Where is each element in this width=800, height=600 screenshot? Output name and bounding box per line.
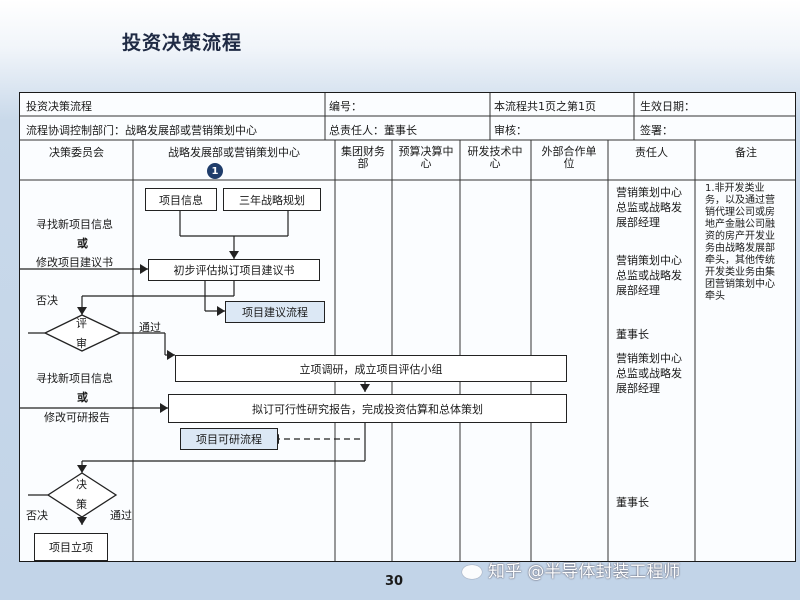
box-approve-project: 项目立项 <box>34 533 108 561</box>
col-committee: 决策委员会 <box>49 146 104 159</box>
col-responsible: 责任人 <box>635 146 668 159</box>
step-badge: 1 <box>207 163 223 179</box>
responsible-2: 营销策划中心总监或战略发展部经理 <box>616 254 682 297</box>
box-feasibility: 拟订可行性研究报告，完成投资估算和总体策划 <box>168 394 567 423</box>
header-pages: 本流程共1页之第1页 <box>494 100 596 113</box>
col-remark: 备注 <box>735 146 757 159</box>
label-pass-2: 通过 <box>110 509 132 522</box>
header-number: 编号： <box>329 100 362 113</box>
box-proposal-process: 项目建议流程 <box>225 301 325 323</box>
watermark-text: 知乎 @半导体封装工程师 <box>488 562 681 582</box>
label-reject-2: 否决 <box>26 509 48 522</box>
label-find-new-1: 寻找新项目信息 <box>36 218 113 231</box>
responsible-5: 董事长 <box>616 496 649 509</box>
label-or-1: 或 <box>77 237 88 250</box>
box-project-info: 项目信息 <box>145 188 217 211</box>
slide-title: 投资决策流程 <box>122 32 243 54</box>
label-review-1: 评 <box>76 317 87 330</box>
col-budget: 预算决算中心 <box>398 145 454 170</box>
col-finance: 集团财务部 <box>341 145 385 170</box>
watermark: 知乎 @半导体封装工程师 <box>462 557 680 582</box>
remark-text: 1.非开发类业务，以及通过营销代理公司或房地产金融公司融资的房产开发业务由战略发… <box>705 183 775 302</box>
box-setup-team: 立项调研，成立项目评估小组 <box>175 355 567 382</box>
grid-lines <box>20 93 795 561</box>
label-modify-report: 修改可研报告 <box>44 411 110 424</box>
page-number: 30 <box>385 574 404 589</box>
responsible-1: 营销策划中心总监或战略发展部经理 <box>616 186 682 229</box>
header-review: 审核： <box>494 124 527 137</box>
label-find-new-2: 寻找新项目信息 <box>36 372 113 385</box>
responsible-3: 董事长 <box>616 328 649 341</box>
label-or-2: 或 <box>77 391 88 404</box>
box-preliminary: 初步评估拟订项目建议书 <box>148 259 320 281</box>
label-decide-1: 决 <box>76 478 87 491</box>
zhihu-logo-icon <box>462 565 482 579</box>
flowchart-sheet: 投资决策流程 编号： 本流程共1页之第1页 生效日期： 流程协调控制部门：战略发… <box>19 92 796 562</box>
header-effective-date: 生效日期： <box>640 100 695 113</box>
box-three-year-plan: 三年战略规划 <box>223 188 321 211</box>
label-modify-proposal: 修改项目建议书 <box>36 256 113 269</box>
header-control-dept: 流程协调控制部门：战略发展部或营销策划中心 <box>26 124 257 137</box>
header-owner: 总责任人：董事长 <box>329 124 417 137</box>
responsible-4: 营销策划中心总监或战略发展部经理 <box>616 352 682 395</box>
header-signature: 签署： <box>640 124 673 137</box>
col-strategy-dept: 战略发展部或营销策划中心 <box>168 146 300 159</box>
col-rd: 研发技术中心 <box>467 145 523 170</box>
box-feasibility-process: 项目可研流程 <box>180 428 278 450</box>
label-reject-1: 否决 <box>36 294 58 307</box>
label-decide-2: 策 <box>76 498 87 511</box>
header-flow-name: 投资决策流程 <box>26 100 92 113</box>
label-pass-1: 通过 <box>139 321 161 334</box>
col-external: 外部合作单位 <box>541 145 597 170</box>
label-review-2: 审 <box>76 337 87 350</box>
